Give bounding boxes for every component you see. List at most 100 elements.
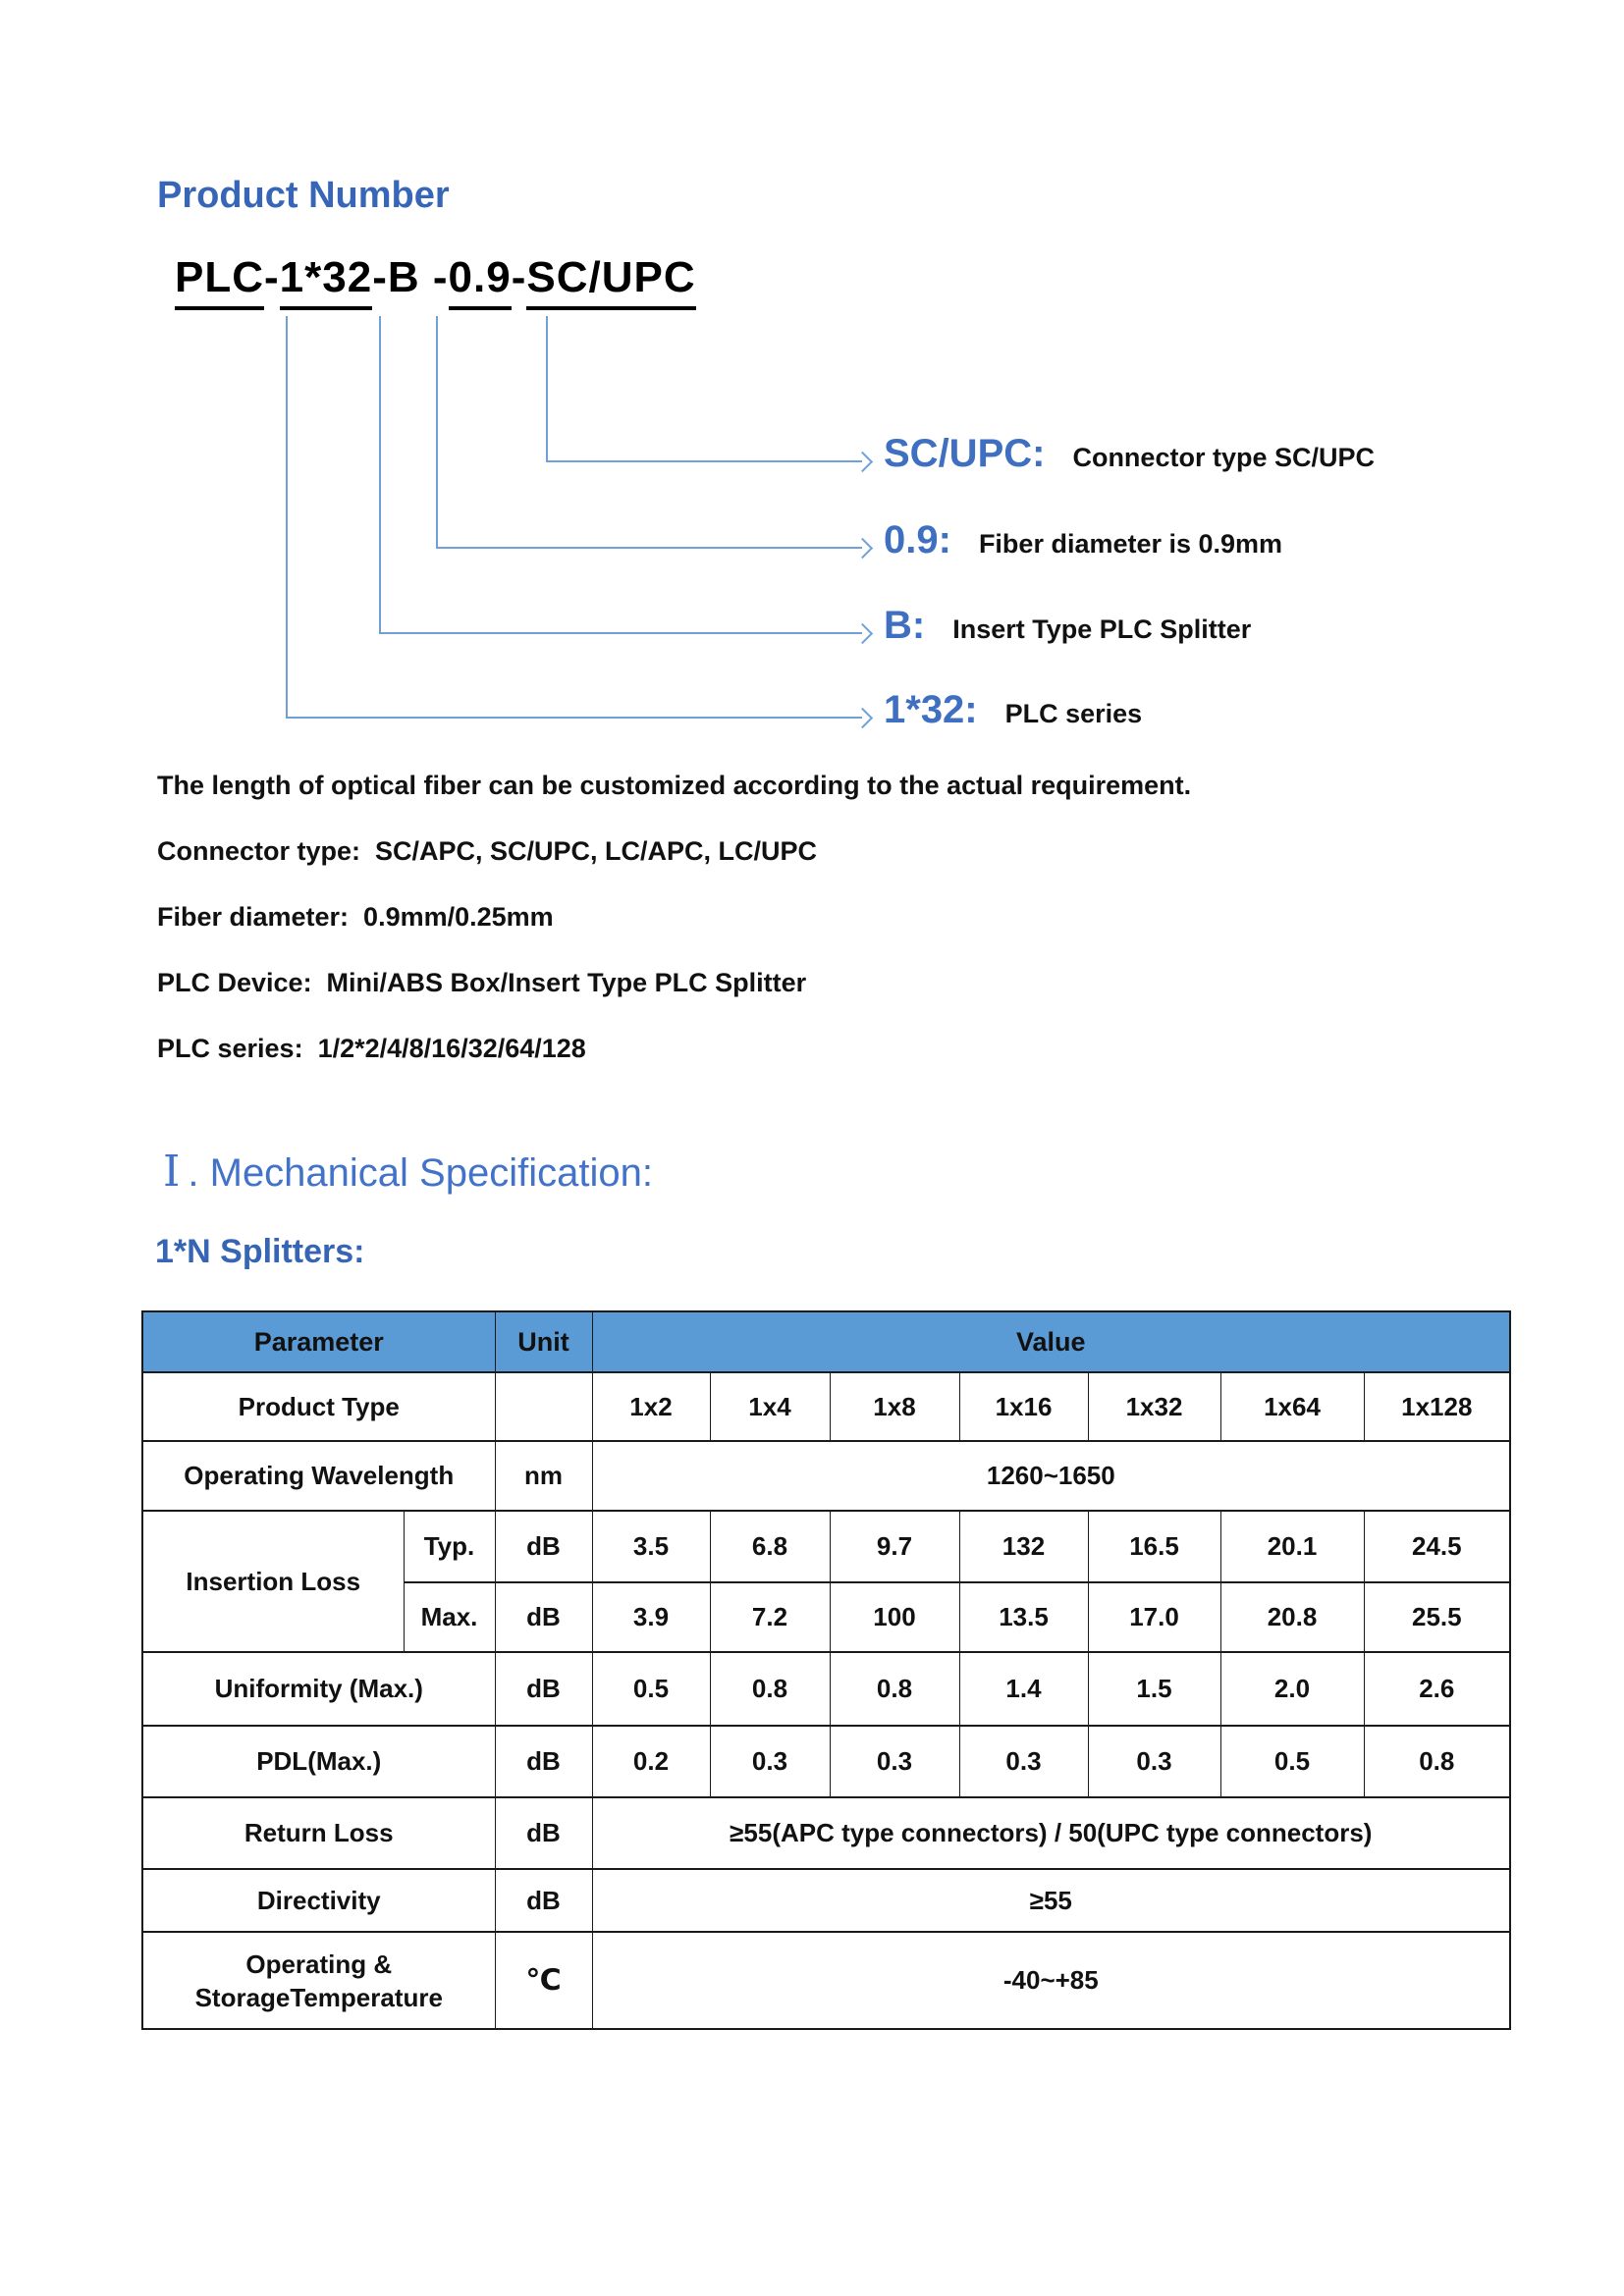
note-fiber-diameter: Fiber diameter: 0.9mm/0.25mm (157, 902, 554, 932)
value-cell: 2.6 (1363, 1651, 1511, 1727)
legend-desc: Insert Type PLC Splitter (952, 614, 1252, 644)
table-row-return-loss: Return Loss dB ≥55(APC type connectors) … (141, 1796, 1511, 1870)
unit-cell: ℃ (494, 1931, 593, 2030)
value-cell: 3.5 (591, 1510, 711, 1583)
param-label: Product Type (141, 1371, 496, 1442)
connector-line-scupc (546, 460, 862, 462)
value-cell: 0.8 (829, 1651, 960, 1727)
value-cell: 0.3 (709, 1725, 831, 1798)
value-cell: 16.5 (1087, 1510, 1221, 1583)
value-cell: 7.2 (709, 1581, 831, 1653)
value-cell: 1x16 (958, 1371, 1089, 1442)
sub-param-label: Max. (403, 1581, 496, 1653)
param-label-line2: StorageTemperature (194, 1982, 443, 2012)
value-cell: 25.5 (1363, 1581, 1511, 1653)
col-header-unit: Unit (494, 1310, 593, 1373)
note-plc-device: PLC Device: Mini/ABS Box/Insert Type PLC… (157, 968, 807, 997)
code-segment-diameter: 0.9 (448, 253, 512, 310)
section-heading-text: . Mechanical Specification: (188, 1151, 653, 1195)
table-row-directivity: Directivity dB ≥55 (141, 1868, 1511, 1933)
value-cell: 1x8 (829, 1371, 960, 1442)
product-code: PLC-1*32-B -0.9-SC/UPC (175, 253, 696, 310)
legend-row-device: B: Insert Type PLC Splitter (884, 604, 1251, 648)
value-cell: 0.8 (1363, 1725, 1511, 1798)
arrow-right-icon (851, 451, 874, 473)
value-cell: 2.0 (1219, 1651, 1365, 1727)
value-cell: 1x4 (709, 1371, 831, 1442)
table-row-pdl: PDL(Max.) dB 0.2 0.3 0.3 0.3 0.3 0.5 0.8 (141, 1725, 1511, 1798)
param-label: Return Loss (141, 1796, 496, 1870)
unit-cell: dB (494, 1725, 593, 1798)
legend-code: 1*32: (884, 688, 978, 731)
code-segment-plc: PLC (175, 253, 264, 310)
unit-cell: dB (494, 1510, 593, 1583)
legend-code: SC/UPC: (884, 432, 1046, 475)
param-label: Directivity (141, 1868, 496, 1933)
value-cell: 0.3 (829, 1725, 960, 1798)
code-segment-type: -B - (372, 253, 449, 301)
arrow-right-icon (851, 622, 874, 645)
code-separator: - (511, 253, 527, 301)
param-label-line1: Operating & (245, 1949, 393, 1979)
spec-table: Parameter Unit Value Product Type 1x2 1x… (141, 1310, 1512, 2030)
legend-desc: Fiber diameter is 0.9mm (978, 529, 1283, 559)
connector-line-scupc (546, 316, 548, 461)
connector-line-b (379, 632, 862, 634)
page-title: Product Number (157, 175, 450, 216)
table-row-product-type: Product Type 1x2 1x4 1x8 1x16 1x32 1x64 … (141, 1371, 1511, 1442)
section-numeral: Ⅰ (163, 1147, 181, 1197)
unit-cell: dB (494, 1651, 593, 1727)
code-segment-connector: SC/UPC (526, 253, 696, 310)
value-cell: 9.7 (829, 1510, 960, 1583)
value-cell: 3.9 (591, 1581, 711, 1653)
legend-desc: Connector type SC/UPC (1072, 443, 1375, 472)
value-cell: 1x128 (1363, 1371, 1511, 1442)
value-cell: 0.2 (591, 1725, 711, 1798)
connector-line-132 (286, 316, 288, 718)
note-plc-series: PLC series: 1/2*2/4/8/16/32/64/128 (157, 1034, 586, 1063)
value-cell: 20.1 (1219, 1510, 1365, 1583)
notes-block: The length of optical fiber can be custo… (157, 766, 1191, 1095)
value-cell: 0.5 (1219, 1725, 1365, 1798)
value-cell-span: -40~+85 (591, 1931, 1511, 2030)
table-row-insertion-loss-max: Max. dB 3.9 7.2 100 13.5 17.0 20.8 25.5 (142, 1581, 1511, 1653)
unit-cell (494, 1371, 593, 1442)
value-cell: 1x64 (1219, 1371, 1365, 1442)
value-cell: 132 (958, 1510, 1089, 1583)
value-cell: 0.5 (591, 1651, 711, 1727)
code-segment-series: 1*32 (279, 253, 373, 310)
table-row-operating-wavelength: Operating Wavelength nm 1260~1650 (141, 1440, 1511, 1512)
unit-cell: nm (494, 1440, 593, 1512)
arrow-right-icon (851, 707, 874, 729)
sub-param-label: Typ. (403, 1510, 496, 1583)
code-separator: - (264, 253, 280, 301)
value-cell-span: ≥55(APC type connectors) / 50(UPC type c… (591, 1796, 1511, 1870)
connector-line-09 (436, 316, 438, 548)
note-custom-length: The length of optical fiber can be custo… (157, 771, 1192, 800)
value-cell: 6.8 (709, 1510, 831, 1583)
table-row-insertion-loss-typ: Insertion Loss Typ. dB 3.5 6.8 9.7 132 1… (141, 1510, 1511, 1653)
value-cell: 1x2 (591, 1371, 711, 1442)
note-connector-type: Connector type: SC/APC, SC/UPC, LC/APC, … (157, 836, 818, 866)
value-cell: 17.0 (1087, 1581, 1221, 1653)
section-heading-mechanical-spec: Ⅰ. Mechanical Specification: (163, 1147, 653, 1197)
value-cell: 0.3 (1087, 1725, 1221, 1798)
connector-line-09 (436, 547, 862, 549)
unit-cell: dB (494, 1868, 593, 1933)
value-cell: 0.3 (958, 1725, 1089, 1798)
value-cell: 20.8 (1219, 1581, 1365, 1653)
value-cell-span: ≥55 (591, 1868, 1511, 1933)
param-label: Uniformity (Max.) (141, 1651, 496, 1727)
legend-code: 0.9: (884, 518, 951, 561)
unit-cell: dB (494, 1581, 593, 1653)
param-label: Insertion Loss (141, 1510, 405, 1653)
legend-desc: PLC series (1004, 699, 1143, 728)
col-header-value: Value (591, 1310, 1511, 1373)
value-cell: 1x32 (1087, 1371, 1221, 1442)
value-cell: 13.5 (958, 1581, 1089, 1653)
value-cell: 1.4 (958, 1651, 1089, 1727)
value-cell-span: 1260~1650 (591, 1440, 1511, 1512)
value-cell: 100 (829, 1581, 960, 1653)
value-cell: 24.5 (1363, 1510, 1511, 1583)
